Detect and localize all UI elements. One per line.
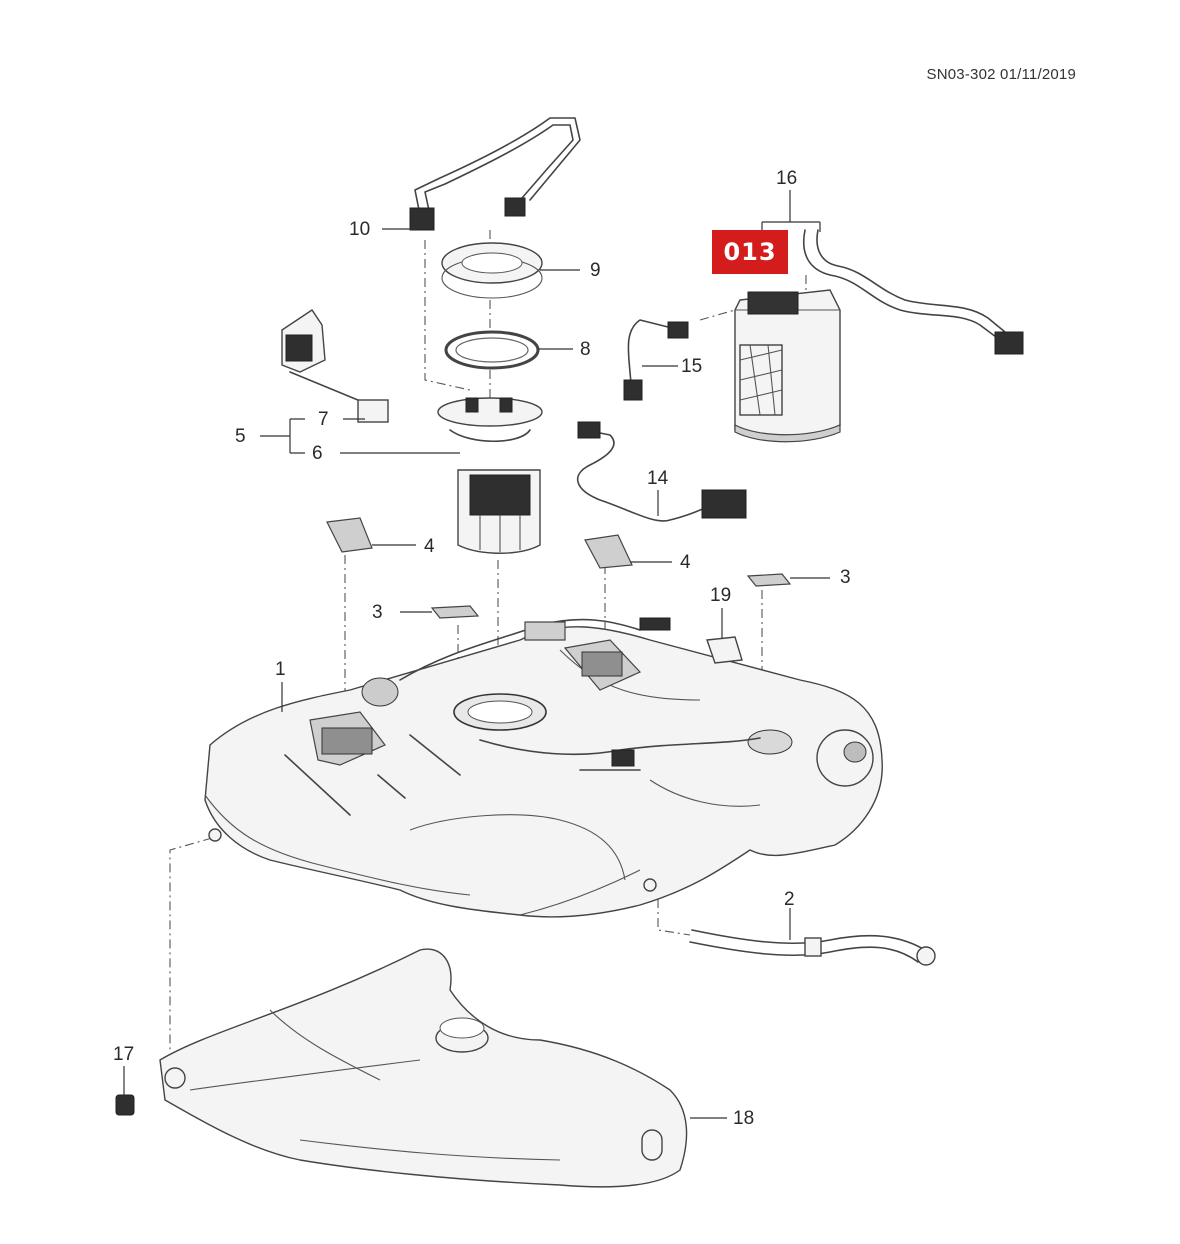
fuel-tank (204, 617, 883, 918)
callout-19: 19 (710, 585, 732, 606)
retaining-nut (115, 1094, 135, 1116)
callout-4-left: 4 (424, 536, 435, 557)
callout-3-lower: 3 (372, 602, 383, 623)
callout-2: 2 (784, 889, 795, 910)
callout-5: 5 (235, 426, 246, 447)
lock-ring (441, 242, 543, 299)
callout-14: 14 (647, 468, 669, 489)
seal-ring (444, 330, 540, 370)
evap-canister (734, 289, 841, 443)
filler-pipe (689, 929, 936, 966)
callout-17: 17 (113, 1044, 135, 1065)
fuel-pump-module (437, 397, 543, 554)
evap-pipe (623, 319, 689, 401)
insulator-pads (326, 517, 792, 664)
callout-8: 8 (580, 339, 591, 360)
callout-10: 10 (349, 219, 371, 240)
canister-vent-hose (803, 229, 1024, 355)
callout-6: 6 (312, 443, 323, 464)
callout-16: 16 (776, 168, 798, 189)
callout-18: 18 (733, 1108, 755, 1129)
callout-7: 7 (318, 409, 329, 430)
diagram-code-date: SN03-302 01/11/2019 (926, 66, 1076, 83)
callout-9: 9 (590, 260, 601, 281)
highlight-tag: 013 (712, 230, 788, 274)
callout-1: 1 (275, 659, 286, 680)
fuel-feed-pipe (409, 117, 581, 231)
callout-4-right: 4 (680, 552, 691, 573)
callout-15: 15 (681, 356, 703, 377)
fuel-pump-harness (576, 421, 747, 522)
fuel-level-sender (281, 309, 389, 423)
callout-3-upper: 3 (840, 567, 851, 588)
heat-shield (159, 948, 688, 1188)
leader-lines (123, 190, 830, 1119)
